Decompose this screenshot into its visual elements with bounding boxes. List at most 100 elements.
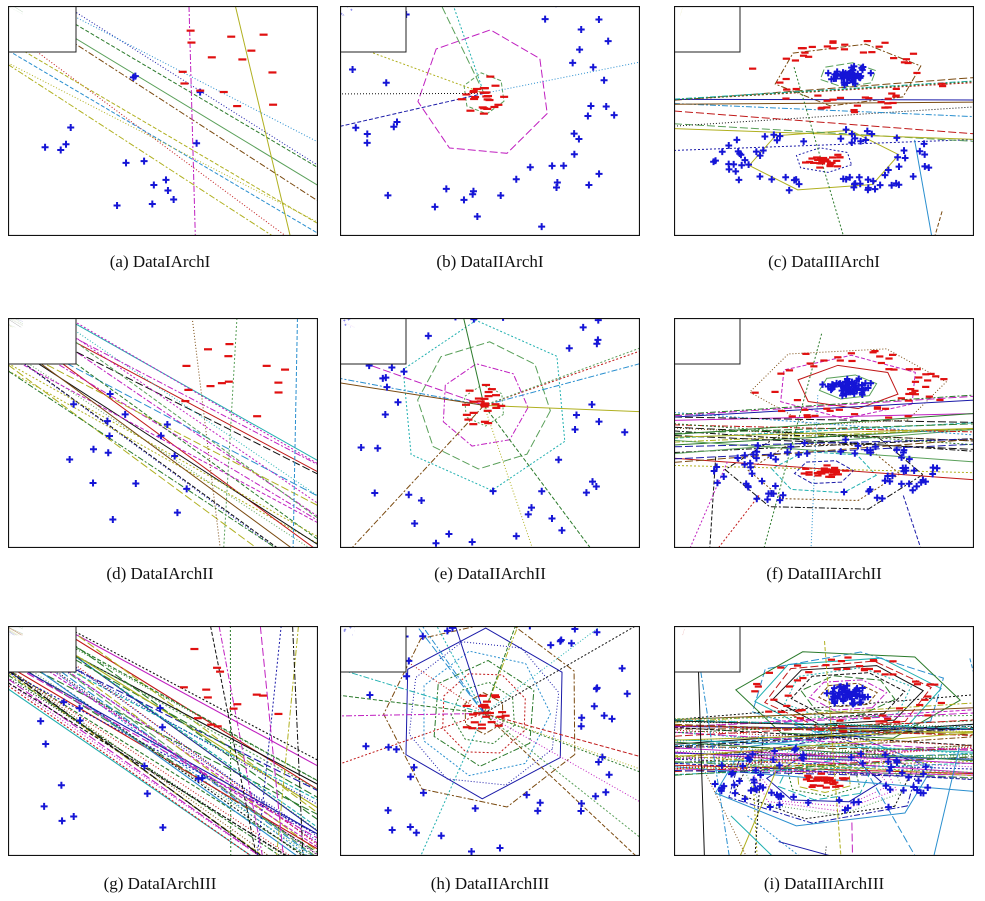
positive-sample	[538, 223, 546, 231]
positive-sample	[419, 789, 427, 797]
positive-sample	[847, 753, 855, 761]
positive-sample	[41, 143, 49, 151]
positive-sample	[729, 769, 737, 777]
positive-sample	[884, 472, 892, 480]
positive-sample	[882, 782, 890, 790]
positive-sample	[859, 63, 867, 71]
positive-sample	[909, 486, 917, 494]
boundary-line	[793, 67, 844, 236]
positive-sample	[782, 173, 790, 181]
caption-c: (c) DataIIIArchI	[768, 252, 880, 271]
positive-sample	[924, 784, 932, 791]
boundary-line	[674, 413, 974, 435]
positive-sample	[570, 130, 578, 138]
positive-sample	[357, 444, 365, 452]
positive-sample	[922, 763, 930, 771]
positive-sample	[913, 786, 921, 794]
positive-sample	[919, 789, 927, 797]
positive-sample	[623, 690, 631, 698]
boundary-line	[8, 62, 318, 223]
positive-sample	[162, 176, 170, 184]
positive-sample	[524, 510, 532, 518]
positive-sample	[411, 520, 419, 528]
positive-sample	[589, 478, 597, 486]
positive-sample	[159, 824, 167, 832]
boundary-line	[8, 674, 282, 856]
positive-sample	[749, 451, 757, 458]
boundary-line	[674, 416, 974, 423]
positive-sample	[171, 452, 179, 460]
positive-sample	[714, 479, 721, 487]
boundary-polygon	[784, 667, 912, 723]
boundary-line	[340, 382, 485, 406]
positive-sample	[859, 759, 867, 767]
positive-sample	[577, 799, 585, 807]
boundary-line	[694, 636, 730, 856]
boundary-line	[8, 669, 263, 856]
inset-thumbnail	[674, 318, 741, 365]
positive-sample	[872, 443, 879, 451]
caption-i: (i) DataIIIArchIII	[763, 874, 885, 893]
boundary-line	[697, 664, 705, 856]
boundary-line	[65, 6, 318, 166]
boundary-line	[8, 655, 318, 816]
plot-b	[340, 6, 640, 236]
positive-sample	[757, 771, 764, 779]
positive-sample	[855, 173, 863, 181]
positive-sample	[388, 826, 396, 834]
boundary-line	[674, 732, 974, 758]
positive-sample	[595, 170, 603, 178]
positive-sample	[836, 683, 843, 691]
positive-sample	[827, 386, 835, 394]
boundary-polygon	[442, 363, 529, 447]
boundary-line	[8, 648, 305, 856]
boundary-line	[674, 139, 974, 151]
boundary-line	[674, 751, 974, 774]
boundary-line	[933, 747, 960, 856]
positive-sample	[754, 442, 762, 449]
boundary-line	[674, 720, 974, 730]
positive-sample	[921, 163, 929, 170]
positive-sample	[143, 790, 151, 798]
boundary-line	[674, 80, 974, 100]
boundary-line	[674, 746, 974, 770]
positive-sample	[570, 150, 578, 158]
boundary-line	[8, 6, 23, 15]
positive-sample	[412, 829, 420, 837]
boundary-line	[8, 356, 318, 524]
boundary-line	[483, 713, 640, 838]
panel-f: (f) DataIIIArchII	[664, 312, 984, 602]
panel-i: (i) DataIIIArchIII	[664, 620, 984, 901]
positive-sample	[871, 185, 879, 193]
positive-sample	[70, 400, 78, 408]
boundary-line	[8, 627, 23, 636]
boundary-line	[747, 815, 800, 856]
boundary-line	[778, 841, 832, 856]
positive-sample	[857, 72, 865, 80]
positive-sample	[837, 448, 845, 455]
positive-sample	[751, 785, 759, 793]
boundary-line	[46, 318, 318, 504]
positive-sample	[442, 185, 450, 193]
positive-sample	[148, 200, 156, 208]
positive-sample	[371, 489, 379, 497]
positive-sample	[768, 175, 776, 183]
positive-sample	[713, 463, 721, 471]
positive-sample	[744, 483, 752, 491]
positive-sample	[742, 480, 750, 488]
plot-h	[340, 626, 640, 856]
boundary-line	[8, 632, 315, 856]
positive-sample	[552, 183, 560, 191]
positive-sample	[843, 682, 851, 690]
boundary-line	[674, 702, 974, 723]
positive-sample	[841, 692, 849, 699]
positive-sample	[499, 318, 507, 321]
positive-sample	[173, 509, 181, 517]
positive-sample	[898, 769, 906, 777]
positive-sample	[374, 444, 382, 452]
positive-sample	[833, 379, 840, 387]
positive-sample	[547, 641, 555, 649]
boundary-line	[739, 771, 777, 856]
positive-sample	[768, 789, 775, 797]
positive-sample	[403, 672, 411, 680]
